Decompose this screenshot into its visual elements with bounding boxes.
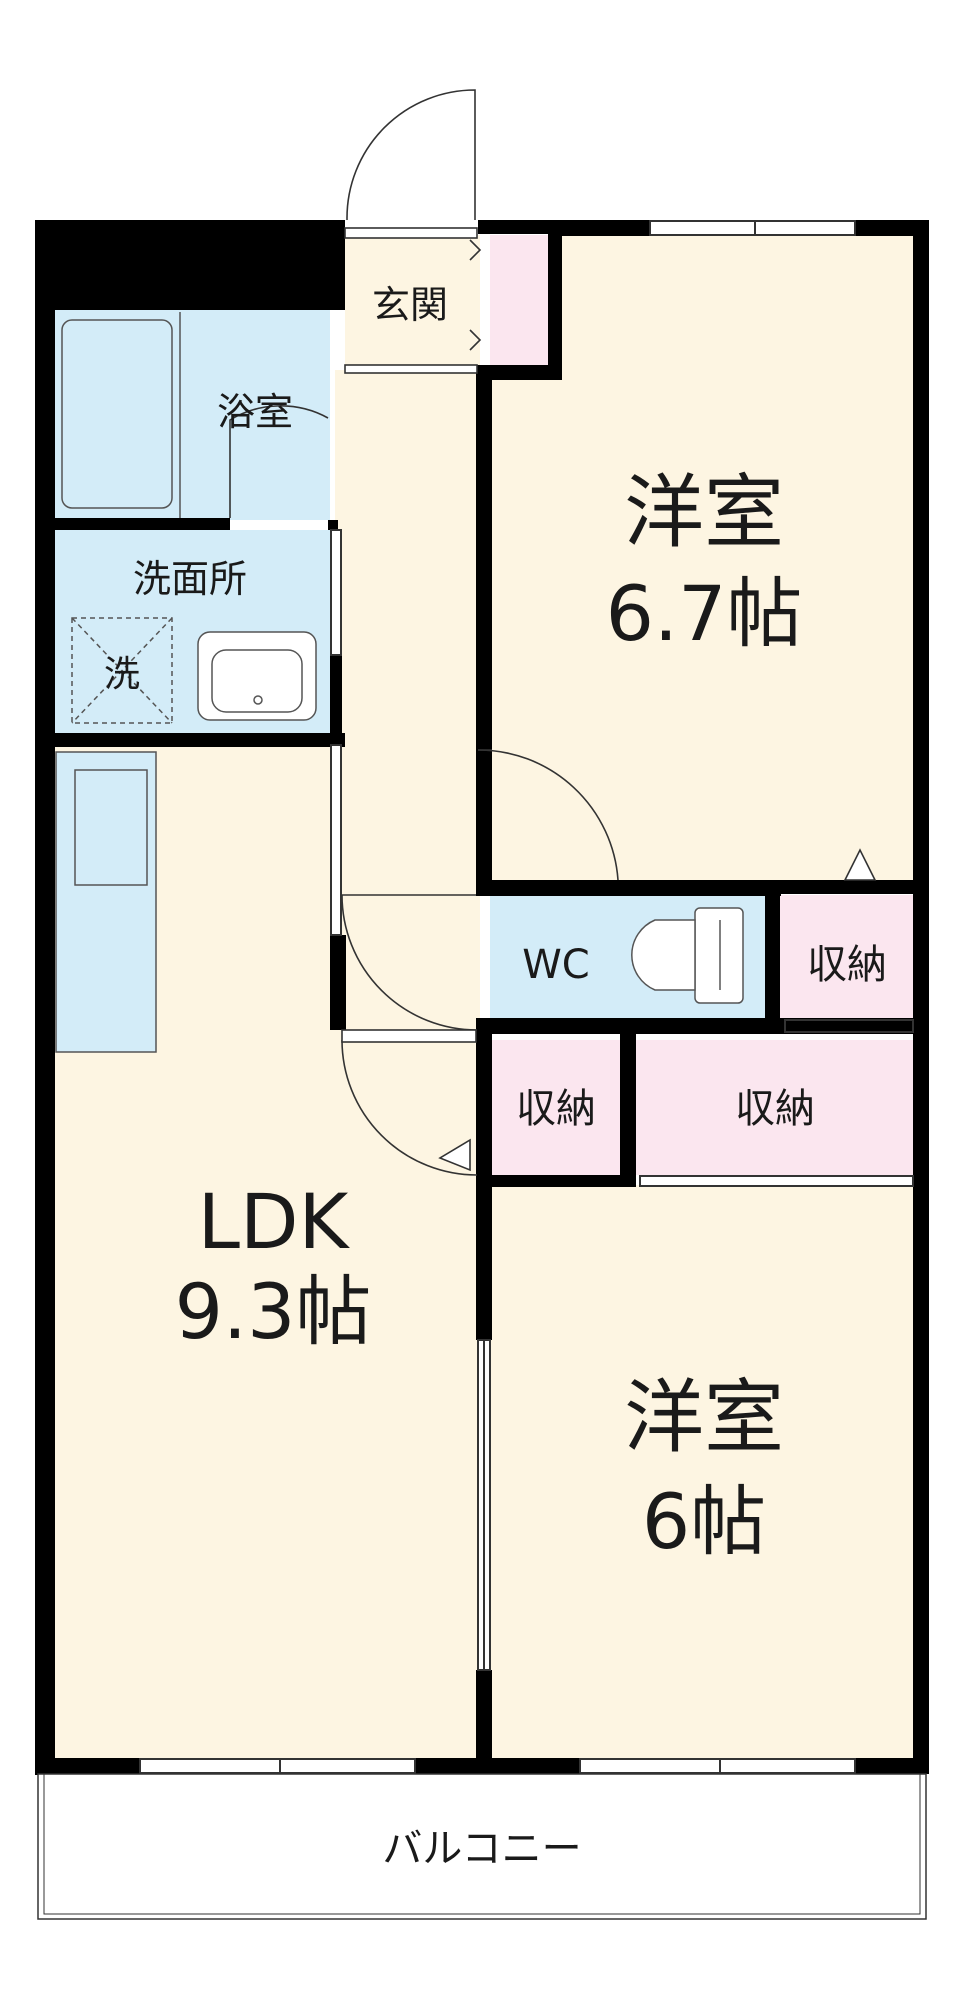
washroom-label: 洗面所 — [133, 557, 247, 601]
stove-icon — [74, 769, 148, 886]
western-top-name: 洋室 — [624, 466, 784, 559]
window-bedroom-balcony — [579, 1758, 856, 1774]
ldk-size: 9.3帖 — [175, 1267, 372, 1356]
sliding-door-washroom — [330, 529, 342, 656]
bathtub-icon — [61, 319, 173, 509]
washer-label: 洗 — [104, 654, 140, 695]
wc-label: WC — [522, 942, 589, 988]
storage-mid-right-floor — [635, 1040, 915, 1175]
storage-right-label: 収納 — [807, 942, 887, 988]
western-bottom-floor — [490, 1185, 915, 1760]
storage-mid-right-label: 収納 — [735, 1086, 815, 1132]
storage-right-floor — [780, 895, 915, 1020]
western-bottom-name: 洋室 — [624, 1371, 784, 1464]
sliding-door-ldk-corridor — [330, 744, 342, 936]
washing-machine-icon — [71, 617, 173, 724]
storage-mid-left-label: 収納 — [516, 1086, 596, 1132]
storage-mid-left-floor — [490, 1040, 620, 1175]
genkan-label: 玄関 — [372, 283, 448, 327]
corridor-door — [341, 894, 478, 1031]
window-top-bedroom — [649, 220, 856, 236]
ldk-door — [341, 1039, 478, 1176]
labels: 玄関 浴室 洗面所 洗 洋室 6.7帖 WC 収納 収納 収納 LDK 9.3帖… — [104, 283, 887, 1872]
floor-areas — [55, 235, 915, 1760]
toilet-icon — [631, 907, 744, 1004]
balcony — [37, 1773, 927, 1920]
windows — [139, 220, 914, 1774]
bath-door — [229, 405, 329, 518]
ldk-name: LDK — [198, 1177, 351, 1266]
genkan-storage-floor — [490, 235, 550, 365]
genkan-floor — [345, 235, 480, 370]
bath-label: 浴室 — [217, 390, 293, 434]
western-bottom-size: 6帖 — [642, 1477, 766, 1566]
western-top-size: 6.7帖 — [606, 569, 803, 658]
corridor-floor — [335, 370, 480, 745]
entrance-door — [346, 89, 476, 220]
doors — [229, 89, 877, 1176]
fixtures — [55, 312, 744, 1053]
western-top-door — [477, 749, 619, 881]
balcony-label: バルコニー — [382, 1826, 581, 1872]
window-ldk-balcony — [139, 1758, 416, 1774]
